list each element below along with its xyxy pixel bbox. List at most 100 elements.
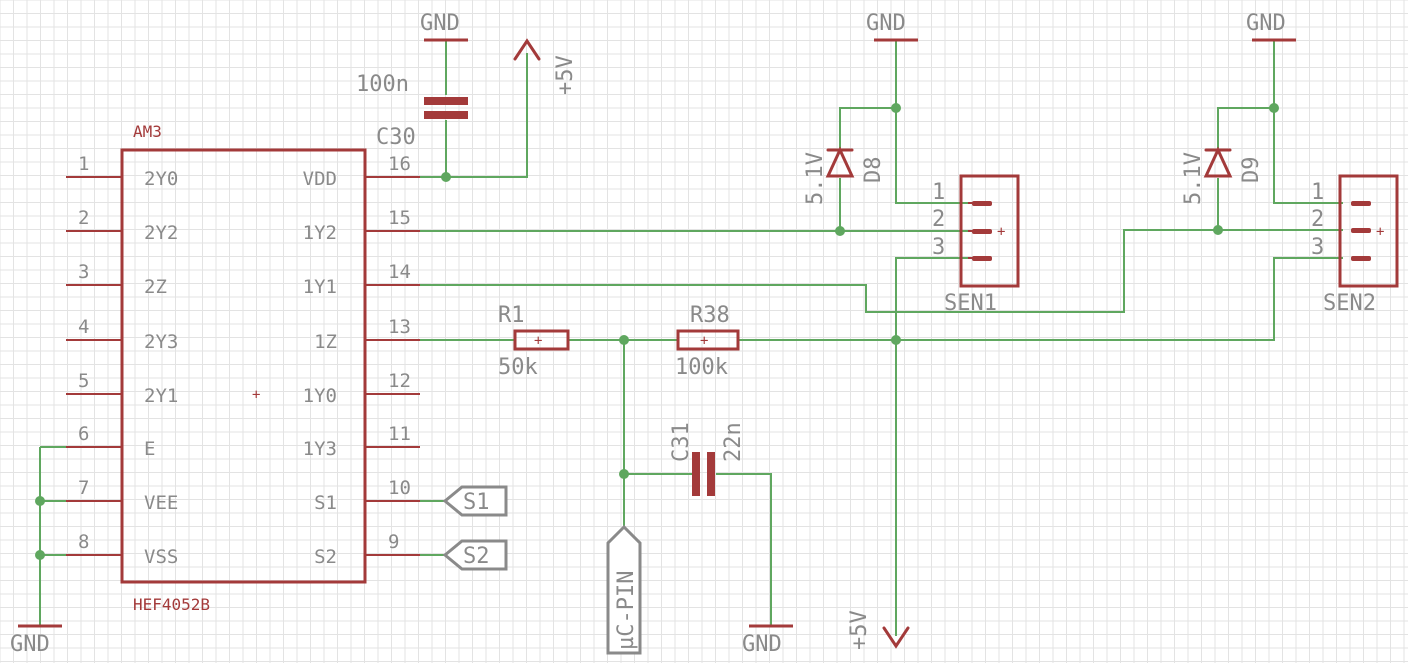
chip-pin-right-12-name: 1Y0 xyxy=(303,385,337,407)
diode-d8[interactable]: 5.1V D8 xyxy=(803,146,886,205)
chip-pin-left-3-number: 3 xyxy=(78,261,89,283)
chip-pin-left-4-number: 4 xyxy=(78,316,89,338)
r38-origin-mark: + xyxy=(700,333,708,349)
c31-value: 22n xyxy=(721,422,746,462)
junction-vee xyxy=(35,496,45,506)
connector-sen1[interactable]: + 1 2 3 SEN1 xyxy=(932,174,1020,316)
chip-pin-left-1-name: 2Y0 xyxy=(144,168,178,190)
capacitor-c31[interactable]: C31 22n xyxy=(669,422,746,496)
chip-pins: 12Y022Y232Z42Y352Y16E7VEE8VSS16VDD151Y21… xyxy=(66,153,420,568)
junction-c31 xyxy=(619,469,629,479)
chip-pin-left-6-name: E xyxy=(144,438,155,460)
connector-sen2[interactable]: + 1 2 3 SEN2 xyxy=(1311,174,1399,316)
chip-pin-left-4-name: 2Y3 xyxy=(144,331,178,353)
junction-5v-net xyxy=(891,335,901,345)
port-s2-label: S2 xyxy=(463,544,490,569)
gnd-sen1-label: GND xyxy=(866,11,906,36)
chip-pin-right-11-number: 11 xyxy=(388,423,411,445)
gnd-c31: GND xyxy=(742,624,793,657)
junction-d9 xyxy=(1213,225,1223,235)
port-s1[interactable]: S1 xyxy=(442,485,508,517)
d9-triangle xyxy=(1203,146,1233,178)
chip-pin-left-2-name: 2Y2 xyxy=(144,222,178,244)
chip-pin-right-13-number: 13 xyxy=(388,316,411,338)
d8-triangle xyxy=(825,146,855,178)
sen2-pin1-label: 1 xyxy=(1311,180,1324,205)
chip-pin-right-11-name: 1Y3 xyxy=(303,438,337,460)
d9-name: D9 xyxy=(1239,157,1264,184)
port-uc-pin[interactable]: µC-PIN xyxy=(606,524,642,655)
diode-d9[interactable]: 5.1V D9 xyxy=(1181,146,1264,205)
junction-r1-r38 xyxy=(619,335,629,345)
gnd-c30-label: GND xyxy=(420,11,460,36)
chip-pin-left-6-number: 6 xyxy=(78,423,89,445)
c30-plate-top xyxy=(424,97,468,105)
resistor-r38[interactable]: + R38 100k xyxy=(675,303,740,380)
r38-name: R38 xyxy=(690,303,730,328)
sen1-contact-1 xyxy=(972,201,992,206)
chip-hef4052b[interactable]: AM3 HEF4052B + 12Y022Y232Z42Y352Y16E7VEE… xyxy=(66,122,420,614)
chip-pin-left-3-name: 2Z xyxy=(144,276,167,298)
port-uc-pin-label: µC-PIN xyxy=(614,571,639,650)
junction-d8 xyxy=(835,226,845,236)
sen1-origin-mark: + xyxy=(997,224,1005,240)
wire-r38-sen2-3 xyxy=(738,257,1343,341)
chip-pin-right-14-name: 1Y1 xyxy=(303,276,337,298)
sen2-origin-mark: + xyxy=(1376,224,1384,240)
r1-name: R1 xyxy=(498,303,525,328)
chip-name: AM3 xyxy=(133,122,162,141)
junctions xyxy=(35,103,1279,560)
capacitor-c30[interactable]: 100n C30 xyxy=(356,72,468,150)
c30-name: C30 xyxy=(376,125,416,150)
chip-pin-left-2-number: 2 xyxy=(78,207,89,229)
c30-value: 100n xyxy=(356,72,409,97)
chip-pin-right-15-number: 15 xyxy=(388,207,411,229)
r1-value: 50k xyxy=(498,355,538,380)
wire-sen1-pin3-5v xyxy=(895,257,968,636)
wire-sen1-pin1-gnd xyxy=(895,40,968,204)
port-s1-label: S1 xyxy=(463,490,490,515)
chip-pin-right-16-name: VDD xyxy=(303,168,337,190)
d8-name: D8 xyxy=(861,157,886,184)
sen2-pin3-label: 3 xyxy=(1311,235,1324,260)
chip-pin-right-10-number: 10 xyxy=(388,477,411,499)
sen1-pin2-label: 2 xyxy=(932,207,945,232)
r1-body xyxy=(513,329,570,351)
sen2-contact-1 xyxy=(1351,201,1371,206)
sen1-pin1-label: 1 xyxy=(932,180,945,205)
port-s2-shape xyxy=(442,539,508,571)
sen1-pin3-label: 3 xyxy=(932,235,945,260)
vcc-top: +5V xyxy=(513,38,578,95)
chip-pin-right-10-name: S1 xyxy=(314,492,337,514)
chip-pin-right-15-name: 1Y2 xyxy=(303,222,337,244)
c31-plate-right xyxy=(707,452,715,496)
resistor-r1[interactable]: + R1 50k xyxy=(498,303,570,380)
junction-gnd-sen1 xyxy=(891,103,901,113)
gnd-sen2: GND xyxy=(1246,11,1296,42)
sen2-body xyxy=(1338,174,1399,288)
sen2-contact-2 xyxy=(1351,228,1371,233)
wire-c31-gnd xyxy=(716,473,772,626)
r38-body xyxy=(676,329,740,351)
vcc-top-arrow xyxy=(513,38,541,61)
wire-d9-top xyxy=(1217,107,1274,148)
d9-value: 5.1V xyxy=(1181,152,1206,205)
gnd-left: GND xyxy=(10,624,62,657)
wire-sen2-pin1-gnd xyxy=(1273,40,1343,204)
junction-vss xyxy=(35,550,45,560)
chip-pin-left-1-number: 1 xyxy=(78,153,89,175)
gnd-left-label: GND xyxy=(10,632,50,657)
gnd-sen2-label: GND xyxy=(1246,11,1286,36)
chip-pin-right-16-number: 16 xyxy=(388,153,411,175)
chip-pin-right-13-name: 1Z xyxy=(314,331,337,353)
vcc-bottom: +5V xyxy=(847,610,910,650)
chip-pin-left-7-name: VEE xyxy=(144,492,178,514)
chip-body xyxy=(120,148,367,584)
d8-value: 5.1V xyxy=(803,152,828,205)
chip-pin-left-8-name: VSS xyxy=(144,546,178,568)
chip-pin-left-5-name: 2Y1 xyxy=(144,385,178,407)
port-s2[interactable]: S2 xyxy=(442,539,508,571)
